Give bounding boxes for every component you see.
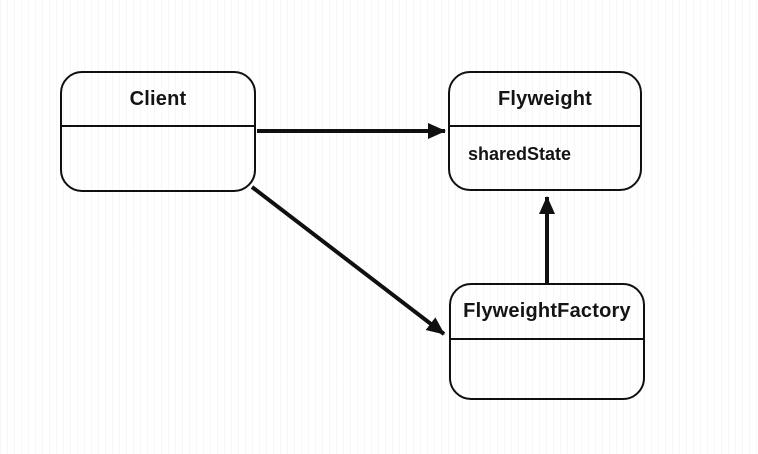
edge-client-to-flyweightfactory[interactable] [250,185,446,336]
node-client-header: Client [62,73,254,127]
node-flyweight-header: Flyweight [450,73,640,127]
node-flyweightfactory[interactable]: FlyweightFactory [449,283,645,400]
node-client-title: Client [129,87,187,110]
node-flyweight-body: sharedState [450,127,640,189]
node-flyweightfactory-header: FlyweightFactory [451,285,643,340]
node-client[interactable]: Client [60,71,256,192]
node-flyweight-title: Flyweight [497,87,593,110]
node-flyweight[interactable]: Flyweight sharedState [448,71,642,191]
node-flyweightfactory-body [451,340,643,398]
node-client-body [62,127,254,190]
node-flyweight-attribute-sharedstate: sharedState [468,143,572,164]
node-flyweightfactory-title: FlyweightFactory [463,300,631,322]
